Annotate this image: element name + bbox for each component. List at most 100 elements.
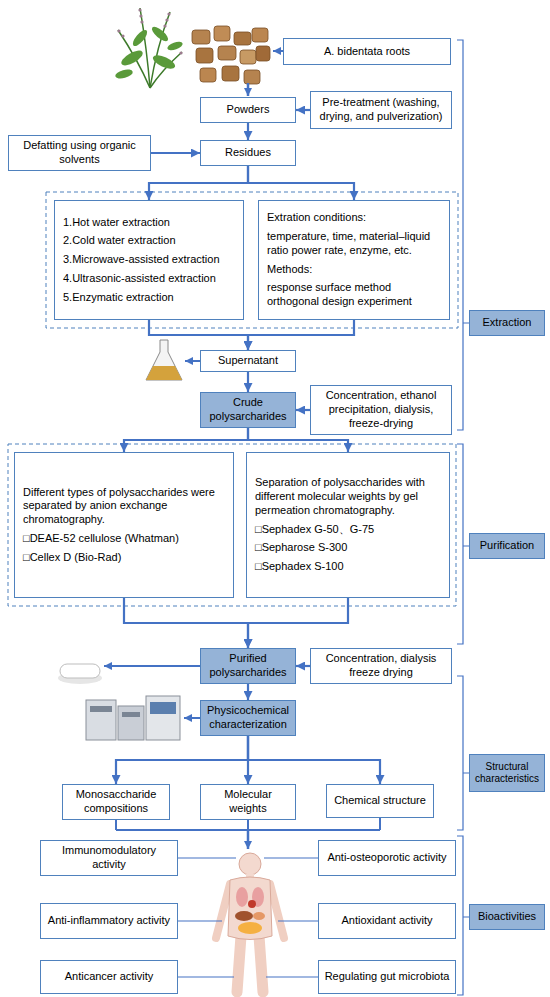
- method-list: Separation of polysaccharides with diffe…: [246, 452, 450, 598]
- process-note: Concentration, ethanol precipitation, di…: [310, 385, 452, 434]
- instrument-icon: [86, 696, 180, 740]
- pointer-arrow: [104, 665, 200, 667]
- flow-connector: [149, 166, 248, 200]
- leader-line: [178, 858, 318, 977]
- section-label: Bioactivities: [469, 904, 545, 930]
- activity-box: Anti-osteoporotic activity: [318, 840, 456, 876]
- node-text: Supernatant: [206, 354, 290, 368]
- flow-connector: [124, 428, 248, 452]
- flow-connector: [124, 598, 248, 648]
- node-text: Concentration, ethanol precipitation, di…: [316, 389, 446, 430]
- node-text: 1.Hot water extraction: [63, 216, 235, 230]
- section-bracket: [457, 444, 469, 644]
- property-box: Molecular weights: [200, 784, 296, 820]
- node-text: Residues: [206, 146, 290, 160]
- activity-box: Immunomodulatory activity: [40, 840, 178, 876]
- flow-connector: [151, 152, 200, 154]
- activity-box: Anticancer activity: [40, 960, 178, 994]
- flow-connector: [116, 736, 248, 784]
- node-text: A. bidentata roots: [289, 45, 445, 59]
- section-label: Extraction: [469, 310, 545, 336]
- flow-connector: [247, 123, 249, 140]
- node-text: Concentration, dialysis freeze drying: [316, 652, 446, 680]
- stage-box: Crude polysarcharides: [200, 392, 296, 428]
- node-text: Purification: [475, 539, 539, 553]
- node-text: Physicochemical characterization: [206, 704, 290, 732]
- node-text: Anticancer activity: [46, 970, 172, 984]
- dashed-group: [8, 444, 456, 606]
- node-text: Different types of polysaccharides were …: [23, 486, 225, 527]
- node-text: Separation of polysaccharides with diffe…: [255, 476, 441, 517]
- activity-box: Regulating gut microbiota: [318, 960, 456, 994]
- node-text: □Cellex D (Bio-Rad): [23, 551, 225, 565]
- source-box: A. bidentata roots: [283, 38, 451, 65]
- node-text: Methods:: [267, 263, 441, 277]
- node-text: □DEAE-52 cellulose (Whatman): [23, 532, 225, 546]
- root-slices: [192, 26, 270, 84]
- method-list: Extration conditions: temperature, time, …: [258, 200, 450, 320]
- node-text: Crude polysarcharides: [206, 396, 290, 424]
- node-text: Anti-inflammatory activity: [46, 914, 172, 928]
- node-text: Chemical structure: [332, 794, 428, 808]
- node-text: Defatting using organic solvents: [14, 139, 145, 167]
- flow-arrow: [247, 83, 250, 96]
- node-text: 3.Microwave-assisted extraction: [63, 253, 235, 267]
- node-text: Extration conditions:: [267, 211, 441, 225]
- node-text: Structural characteristics: [475, 761, 539, 786]
- activity-box: Antioxidant activity: [318, 903, 456, 939]
- section-bracket: [457, 836, 469, 995]
- plant-illustration: [114, 8, 183, 88]
- process-box: Powders: [200, 97, 296, 123]
- node-text: response surface method orthogonal desig…: [267, 281, 441, 309]
- pointer-arrow: [184, 717, 200, 719]
- flow-connector: [296, 665, 310, 667]
- node-text: Immunomodulatory activity: [46, 844, 172, 872]
- powder-icon: [58, 664, 102, 684]
- flow-connector: [296, 409, 310, 411]
- section-label: Structural characteristics: [469, 754, 545, 792]
- node-text: 2.Cold water extraction: [63, 234, 235, 248]
- node-text: Powders: [206, 103, 290, 117]
- flow-connector: [248, 320, 354, 350]
- property-box: Monosaccharide compositions: [62, 784, 170, 820]
- node-text: □Sephadex G-50、G-75: [255, 523, 441, 537]
- method-list: Different types of polysaccharides were …: [14, 452, 234, 598]
- process-box: Residues: [200, 140, 296, 166]
- node-text: Purified polysarcharides: [206, 652, 290, 680]
- pointer-arrow: [185, 360, 200, 362]
- pointer-arrow: [273, 50, 283, 52]
- node-text: 4.Ultrasonic-assisted extraction: [63, 272, 235, 286]
- section-bracket: [457, 40, 469, 430]
- node-text: Regulating gut microbiota: [324, 970, 450, 984]
- node-text: Anti-osteoporotic activity: [324, 851, 450, 865]
- flow-connector: [149, 320, 248, 350]
- flask-icon: [146, 340, 182, 380]
- node-text: Pre-treatment (washing, drying, and pulv…: [316, 96, 446, 124]
- node-text: Molecular weights: [206, 788, 290, 816]
- section-label: Purification: [469, 533, 545, 559]
- node-text: Bioactivities: [475, 910, 539, 924]
- flow-connector: [248, 166, 354, 200]
- section-bracket: [457, 676, 469, 830]
- process-note: Concentration, dialysis freeze drying: [310, 648, 452, 684]
- merge-line: [116, 818, 380, 830]
- node-text: 5.Enzymatic extraction: [63, 291, 235, 305]
- flow-connector: [248, 736, 380, 784]
- node-text: Antioxidant activity: [324, 914, 450, 928]
- flow-connector: [296, 109, 310, 111]
- stage-box: Purified polysarcharides: [200, 648, 296, 684]
- process-note: Defatting using organic solvents: [8, 135, 151, 171]
- flow-connector: [247, 684, 249, 700]
- process-box: Supernatant: [200, 350, 296, 372]
- flow-connector: [248, 598, 348, 648]
- node-text: □Sepharose S-300: [255, 541, 441, 555]
- dashed-group: [46, 192, 458, 328]
- node-text: temperature, time, material–liquid ratio…: [267, 230, 441, 258]
- stage-box: Physicochemical characterization: [200, 700, 296, 736]
- flow-arrow: [247, 830, 250, 849]
- human-body: [216, 853, 284, 992]
- node-text: Extraction: [475, 316, 539, 330]
- node-text: □Sephadex S-100: [255, 560, 441, 574]
- flow-connector: [247, 372, 249, 392]
- property-box: Chemical structure: [326, 784, 434, 818]
